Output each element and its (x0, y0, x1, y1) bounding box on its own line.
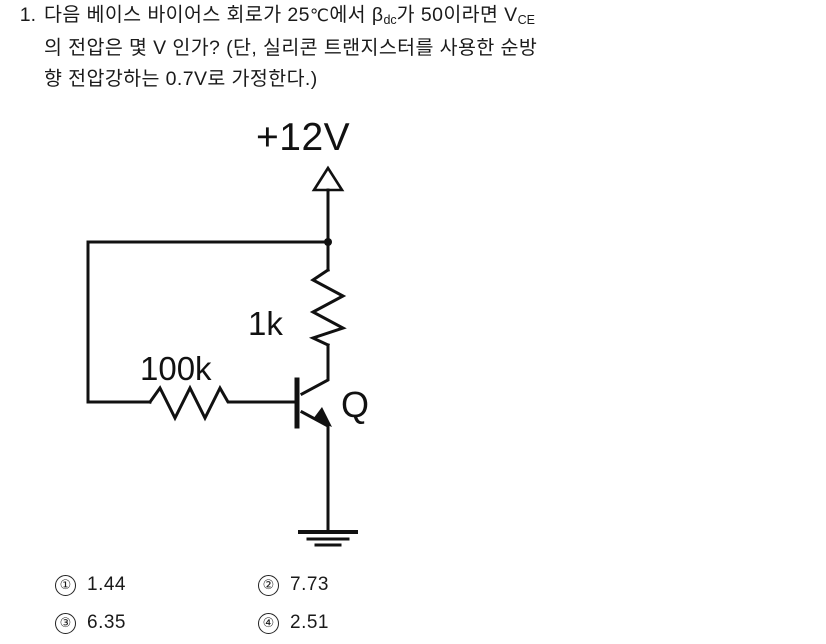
resistor-base-100k (147, 384, 237, 422)
q1-degree-celsius: ℃ (309, 6, 330, 25)
question-number: 1. (19, 4, 36, 26)
supply-voltage-label: +12V (256, 116, 350, 159)
question-block: 1. 다음 베이스 바이어스 회로가 25℃에서 βdc가 50이라면 VCE … (0, 0, 826, 95)
collector-resistor-label: 1k (248, 305, 283, 342)
answer-row-1: ① 1.44 ② 7.73 (0, 566, 826, 604)
transistor-label: Q (341, 384, 369, 425)
answer-row-2: ③ 6.35 ④ 2.51 (0, 604, 826, 642)
q1-seg-a: 다음 베이스 바이어스 회로가 25 (44, 4, 310, 26)
question-line-1: 다음 베이스 바이어스 회로가 25℃에서 βdc가 50이라면 VCE (44, 0, 818, 33)
q1-seg-b: 에서 (329, 4, 372, 26)
answer-text-1: 1.44 (87, 574, 126, 595)
resistor-collector-1k (308, 267, 347, 347)
q1-seg-c: 가 50이라면 V (396, 4, 518, 26)
question-row: 1. 다음 베이스 바이어스 회로가 25℃에서 βdc가 50이라면 VCE … (0, 0, 826, 95)
answer-marker-4: ④ (258, 612, 279, 634)
answer-choice-4[interactable]: ④ 2.51 (258, 612, 329, 634)
question-text: 다음 베이스 바이어스 회로가 25℃에서 βdc가 50이라면 VCE 의 전… (44, 0, 826, 95)
transistor-emitter-lead (299, 409, 330, 436)
answer-marker-3: ③ (55, 612, 76, 634)
answer-choices: ① 1.44 ② 7.73 ③ 6.35 ④ 2.51 (0, 566, 826, 642)
q1-beta: β (371, 4, 384, 26)
question-line-2: 의 전압은 몇 V 인가? (단, 실리콘 트랜지스터를 사용한 순방 (44, 37, 538, 59)
answer-choice-1[interactable]: ① 1.44 (0, 574, 258, 596)
answer-choice-3[interactable]: ③ 6.35 (0, 612, 258, 634)
question-line-3: 향 전압강하는 0.7V로 가정한다.) (44, 68, 318, 90)
transistor-emitter-arrow-icon (313, 407, 332, 427)
q1-beta-subscript: dc (383, 13, 397, 27)
answer-text-2: 7.73 (290, 574, 329, 595)
answer-marker-1: ① (55, 574, 76, 596)
answer-choice-2[interactable]: ② 7.73 (258, 574, 329, 596)
q1-vce-subscript: CE (517, 13, 535, 27)
circuit-diagram: +12V 1k 100k Q (0, 104, 826, 564)
transistor-collector-lead (299, 370, 330, 397)
answer-marker-2: ② (258, 574, 279, 596)
circuit-svg: +12V 1k 100k Q (86, 116, 369, 547)
base-resistor-label: 100k (140, 350, 212, 387)
answer-text-4: 2.51 (290, 612, 329, 633)
answer-text-3: 6.35 (87, 612, 126, 633)
supply-arrow-icon (311, 165, 345, 192)
